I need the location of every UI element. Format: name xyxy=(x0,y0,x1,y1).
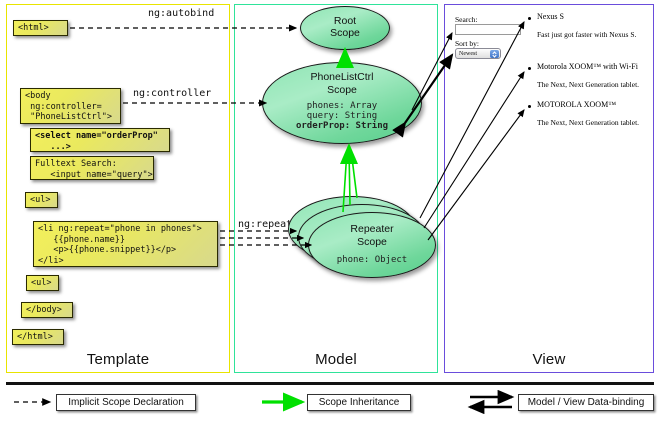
ctrl-scope-title-1: PhoneListCtrl xyxy=(310,71,374,83)
legend-item-implicit-scope-declaration: Implicit Scope Declaration xyxy=(56,394,196,411)
panel-model: Model xyxy=(234,4,438,373)
root-scope-title-1: Root xyxy=(333,15,357,27)
list-bullet xyxy=(528,17,531,20)
panel-view-label: View xyxy=(532,351,566,368)
legend-divider xyxy=(6,382,654,385)
code-box-body-close: </body> xyxy=(21,302,73,318)
phone-snippet: The Next, Next Generation tablet. xyxy=(537,118,640,127)
repeater-scope-title-1: Repeater xyxy=(350,223,394,235)
panel-view: View xyxy=(444,4,654,373)
phone-name: Nexus S xyxy=(537,12,564,21)
panel-model-label: Model xyxy=(315,351,357,368)
list-bullet xyxy=(528,67,531,70)
phone-name: Motorola XOOM™ with Wi-Fi xyxy=(537,62,638,71)
ctrl-scope-prop-query: query: String xyxy=(306,111,378,121)
code-box-ul-close: <ul> xyxy=(26,275,59,291)
legend-arrow-double xyxy=(467,389,515,415)
ellipse-phonelistctrl-scope: PhoneListCtrl Scope phones: Array query:… xyxy=(262,62,422,144)
label-ng-autobind: ng:autobind xyxy=(148,8,215,19)
repeater-scope-prop-phone: phone: Object xyxy=(336,255,408,265)
code-box-html-close: </html> xyxy=(12,329,64,345)
phone-snippet: Fast just got faster with Nexus S. xyxy=(537,30,637,39)
ctrl-scope-prop-orderprop: orderProp: String xyxy=(295,121,389,131)
code-box-li-repeat: <li ng:repeat="phone in phones"> {{phone… xyxy=(33,221,218,267)
code-box-select-tag: <select name="orderProp" ...> xyxy=(30,128,170,152)
view-sort-label: Sort by: xyxy=(455,39,479,48)
ctrl-scope-title-2: Scope xyxy=(327,84,357,96)
view-sort-selected-value: Newest xyxy=(459,51,477,57)
view-sort-select[interactable]: Newest xyxy=(455,48,501,59)
ellipse-repeater-scope: Repeater Scope phone: Object xyxy=(308,212,436,278)
label-ng-repeat: ng:repeat xyxy=(238,219,293,230)
legend-item-scope-inheritance: Scope Inheritance xyxy=(307,394,411,411)
phone-snippet: The Next, Next Generation tablet. xyxy=(537,80,640,89)
list-bullet xyxy=(528,105,531,108)
ellipse-root-scope: Root Scope xyxy=(300,6,390,50)
ctrl-scope-prop-phones: phones: Array xyxy=(306,101,378,111)
legend-item-model-view-data-binding: Model / View Data-binding xyxy=(518,394,654,411)
code-box-search-input: Fulltext Search: <input name="query"> xyxy=(30,156,154,180)
code-box-ul-open: <ul> xyxy=(25,192,58,208)
chevron-updown-icon xyxy=(490,50,499,58)
view-search-label: Search: xyxy=(455,15,478,24)
repeater-scope-title-2: Scope xyxy=(357,236,387,248)
view-search-input[interactable] xyxy=(455,24,521,35)
code-box-html-open: <html> xyxy=(13,20,68,36)
phone-name: MOTOROLA XOOM™ xyxy=(537,100,617,109)
panel-template-label: Template xyxy=(86,351,150,368)
code-box-body-open: <body ng:controller= "PhoneListCtrl"> xyxy=(20,88,121,124)
label-ng-controller: ng:controller xyxy=(133,88,212,99)
root-scope-title-2: Scope xyxy=(330,27,360,39)
